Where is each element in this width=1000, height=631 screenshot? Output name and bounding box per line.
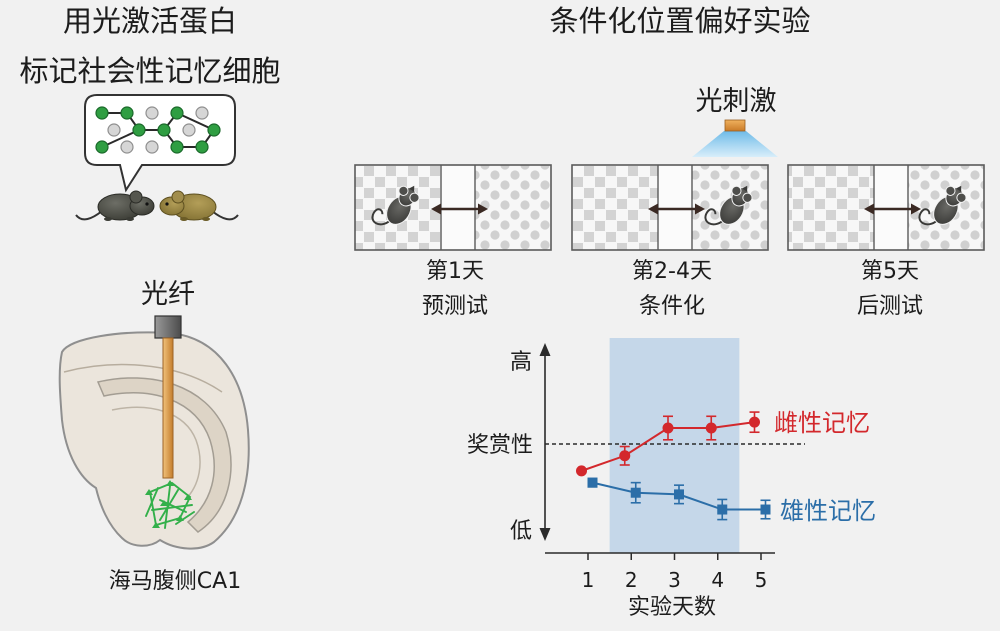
olive-mouse-icon	[159, 190, 239, 221]
place-preference-box-day1	[354, 164, 552, 251]
stage-phase-label: 后测试	[857, 294, 923, 319]
active-cell-icon	[170, 106, 184, 120]
y-label-low: 低	[510, 519, 532, 544]
left-title-line-2: 标记社会性记忆细胞	[19, 54, 280, 88]
data-point	[749, 416, 760, 428]
data-point	[662, 422, 674, 434]
brain-section	[58, 331, 250, 550]
chart-background-layer	[545, 338, 805, 553]
data-point	[587, 477, 598, 488]
stage-phase-label: 预测试	[422, 294, 488, 319]
stage-day-label: 第1天	[426, 259, 484, 284]
conditioning-period-highlight	[609, 338, 740, 553]
double-arrow-icon	[648, 203, 705, 215]
inactive-cell-icon	[145, 106, 159, 120]
light-beam-icon	[692, 131, 778, 157]
stage-phase-label: 条件化	[639, 294, 705, 319]
data-point	[630, 487, 641, 498]
inactive-cell-icon	[195, 106, 209, 120]
stage-day-label: 第5天	[861, 259, 919, 284]
active-cell-icon	[207, 123, 221, 137]
double-arrow-icon	[864, 203, 921, 215]
light-stimulation-label: 光刺激	[696, 86, 777, 117]
optical-fiber	[154, 315, 182, 479]
x-tick-label: 1	[582, 568, 595, 592]
memory-thought-bubble	[84, 94, 236, 193]
left-title-line-1: 用光激活蛋白	[63, 4, 237, 38]
y-axis-down-arrow-icon	[539, 528, 551, 541]
inactive-cell-icon	[145, 140, 159, 154]
inactive-cell-icon	[120, 140, 134, 154]
data-point	[760, 504, 771, 515]
region-label: 海马腹侧CA1	[109, 569, 241, 594]
active-cell-icon	[195, 140, 209, 154]
y-axis	[539, 343, 551, 541]
right-panel: 条件化位置偏好实验 光刺激	[354, 4, 985, 620]
x-tick-label: 2	[625, 568, 638, 592]
right-title: 条件化位置偏好实验	[549, 4, 810, 38]
place-preference-box-day5	[787, 164, 985, 251]
series-label-male: 雄性记忆	[780, 497, 876, 525]
left-panel: 用光激活蛋白 标记社会性记忆细胞	[19, 4, 280, 594]
x-tick-label: 5	[755, 568, 768, 592]
data-point	[576, 465, 587, 477]
place-preference-box-day2-4	[571, 164, 769, 251]
x-tick-label: 4	[711, 568, 724, 592]
inactive-cell-icon	[182, 123, 196, 137]
stage-day-label: 第2-4天	[632, 259, 712, 284]
double-arrow-icon	[431, 203, 488, 215]
dark-mouse-icon	[75, 190, 155, 221]
fiber-rod	[162, 337, 174, 479]
lamp-icon	[724, 119, 746, 132]
labeled-neurons	[145, 480, 195, 529]
hippocampus	[96, 377, 232, 533]
y-axis-up-arrow-icon	[539, 343, 551, 356]
preference-chart: 高 低 奖赏性 实验天数 1 2 3 4 5 雌性记忆 雄性记忆	[467, 338, 876, 620]
chart-data-layer: 1 2 3 4 5	[576, 411, 771, 592]
x-axis-title: 实验天数	[628, 595, 716, 620]
light-stimulator: 光刺激	[692, 86, 778, 157]
x-tick-label: 3	[668, 568, 681, 592]
fiber-label: 光纤	[141, 279, 195, 310]
reference-line-label: 奖赏性	[467, 433, 533, 458]
data-point	[717, 504, 728, 515]
active-cell-icon	[95, 106, 109, 120]
y-label-high: 高	[510, 350, 532, 375]
data-point	[705, 422, 717, 434]
active-cell-icon	[157, 123, 171, 137]
active-cell-icon	[120, 106, 134, 120]
series-label-female: 雌性记忆	[774, 409, 870, 437]
active-cell-icon	[170, 140, 184, 154]
active-cell-icon	[95, 140, 109, 154]
engram-network	[95, 106, 221, 154]
data-point	[619, 450, 631, 462]
data-point	[674, 489, 684, 500]
fiber-connector	[154, 315, 182, 339]
active-cell-icon	[132, 123, 146, 137]
inactive-cell-icon	[107, 123, 121, 137]
